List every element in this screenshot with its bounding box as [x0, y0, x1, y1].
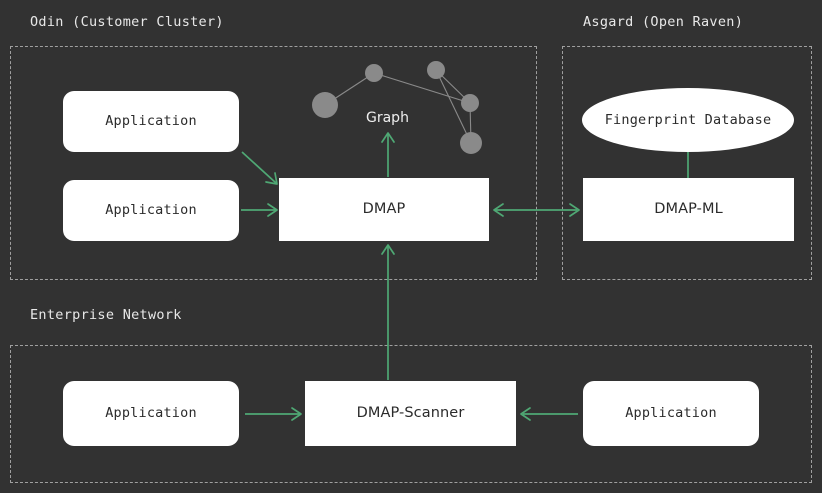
node-dmap-ml[interactable]: DMAP-ML: [583, 178, 794, 241]
node-label: Application: [105, 113, 197, 130]
node-dmap[interactable]: DMAP: [279, 178, 489, 241]
node-label: Fingerprint Database: [604, 111, 772, 128]
zone-box-asgard: [562, 46, 812, 280]
zone-title-enterprise: Enterprise Network: [30, 307, 182, 323]
node-dmap-scanner[interactable]: DMAP-Scanner: [305, 381, 516, 446]
node-label: DMAP-ML: [654, 200, 723, 217]
node-application-odin-top[interactable]: Application: [63, 91, 239, 152]
node-application-enterprise-left[interactable]: Application: [63, 381, 239, 446]
node-application-enterprise-right[interactable]: Application: [583, 381, 759, 446]
node-label: Application: [625, 405, 717, 422]
node-label: DMAP-Scanner: [356, 404, 465, 421]
zone-box-enterprise: [10, 345, 812, 483]
graph-label: Graph: [366, 110, 409, 126]
zone-box-odin: [10, 46, 537, 280]
node-label: Application: [105, 202, 197, 219]
node-application-odin-bottom[interactable]: Application: [63, 180, 239, 241]
zone-title-odin: Odin (Customer Cluster): [30, 14, 224, 30]
node-label: Application: [105, 405, 197, 422]
zone-title-asgard: Asgard (Open Raven): [583, 14, 744, 30]
node-label: DMAP: [362, 200, 406, 217]
node-fingerprint-database[interactable]: Fingerprint Database: [582, 88, 794, 152]
